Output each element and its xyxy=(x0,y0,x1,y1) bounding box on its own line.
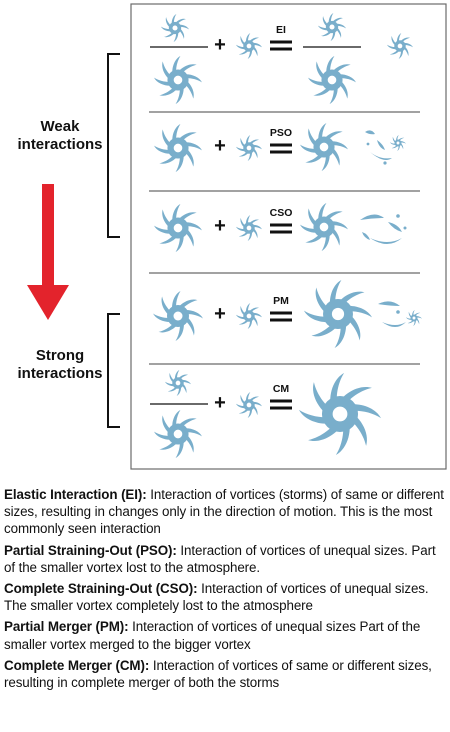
vortex-icon xyxy=(299,373,381,455)
row-code-ei: EI xyxy=(276,24,286,36)
vortex-icon xyxy=(153,291,203,341)
vortex-icon xyxy=(387,33,413,59)
plus-sign: + xyxy=(214,392,226,414)
vortex-icon xyxy=(154,204,202,252)
legend-term: Elastic Interaction (EI): xyxy=(4,487,147,502)
row-cso: + xyxy=(154,203,407,252)
legend-term: Partial Merger (PM): xyxy=(4,619,129,635)
vortex-icon xyxy=(161,14,189,43)
strength-arrow xyxy=(27,184,69,320)
legend-text: Interaction of vortices of same or diffe… xyxy=(4,657,432,691)
legend-term: Complete Merger (CM): xyxy=(4,657,150,673)
vortex-icon xyxy=(308,56,356,105)
vortex-icon xyxy=(236,392,262,418)
vortex-icon xyxy=(304,280,372,348)
weak-bracket xyxy=(107,53,120,238)
strong-bracket xyxy=(107,313,120,428)
legend-text: Interaction of vortices of unequal sizes… xyxy=(4,542,436,575)
vortex-icon xyxy=(300,123,348,171)
legend-term: Complete Straining-Out (CSO): xyxy=(4,581,198,597)
legend-item-pm: Partial Merger (PM): Interaction of vort… xyxy=(4,618,448,652)
plus-sign: + xyxy=(214,303,226,325)
vortex-fragments xyxy=(365,130,406,165)
vortex-fragments xyxy=(360,214,407,244)
row-code-pso: PSO xyxy=(270,127,292,139)
vortex-icon xyxy=(165,370,191,396)
weak-interactions-label: Weak interactions xyxy=(17,118,103,153)
row-pso: + xyxy=(154,123,406,172)
row-code-cm: CM xyxy=(273,383,290,395)
diagram-frame xyxy=(130,3,447,470)
legend-item-cm: Complete Merger (CM): Interaction of vor… xyxy=(4,657,448,691)
legend-item-ei: Elastic Interaction (EI): Interaction of… xyxy=(4,486,448,538)
vortex-icon xyxy=(300,203,348,251)
vortex-icon xyxy=(236,135,262,161)
plus-sign: + xyxy=(214,135,226,157)
legend-text: Interaction of vortices (storms) of same… xyxy=(4,487,444,537)
plus-sign: + xyxy=(214,215,226,237)
row-code-pm: PM xyxy=(273,295,289,307)
row-code-cso: CSO xyxy=(270,207,293,219)
legend-item-pso: Partial Straining-Out (PSO): Interaction… xyxy=(4,542,448,576)
vortex-icon xyxy=(236,215,262,241)
row-ei: + xyxy=(150,13,413,105)
legend-text: Interaction of vortices of unequal sizes… xyxy=(4,619,421,652)
vortex-icon xyxy=(236,33,262,59)
strong-interactions-label: Strong interactions xyxy=(17,347,103,382)
vortex-fragments xyxy=(378,301,422,327)
legend-term: Partial Straining-Out (PSO): xyxy=(4,542,177,558)
vortex-icon xyxy=(236,303,262,329)
row-pm: + xyxy=(153,280,422,348)
vortex-icon xyxy=(154,124,202,172)
vortex-icon xyxy=(154,410,202,458)
row-cm: + xyxy=(150,370,381,458)
legend: Elastic Interaction (EI): Interaction of… xyxy=(4,486,448,695)
legend-text: Interaction of vortices of unequal sizes… xyxy=(4,581,429,614)
vortex-icon xyxy=(154,56,202,105)
interaction-diagram: + + + xyxy=(27,3,447,470)
plus-sign: + xyxy=(214,34,226,56)
vortex-icon xyxy=(318,13,346,42)
legend-item-cso: Complete Straining-Out (CSO): Interactio… xyxy=(4,580,448,614)
